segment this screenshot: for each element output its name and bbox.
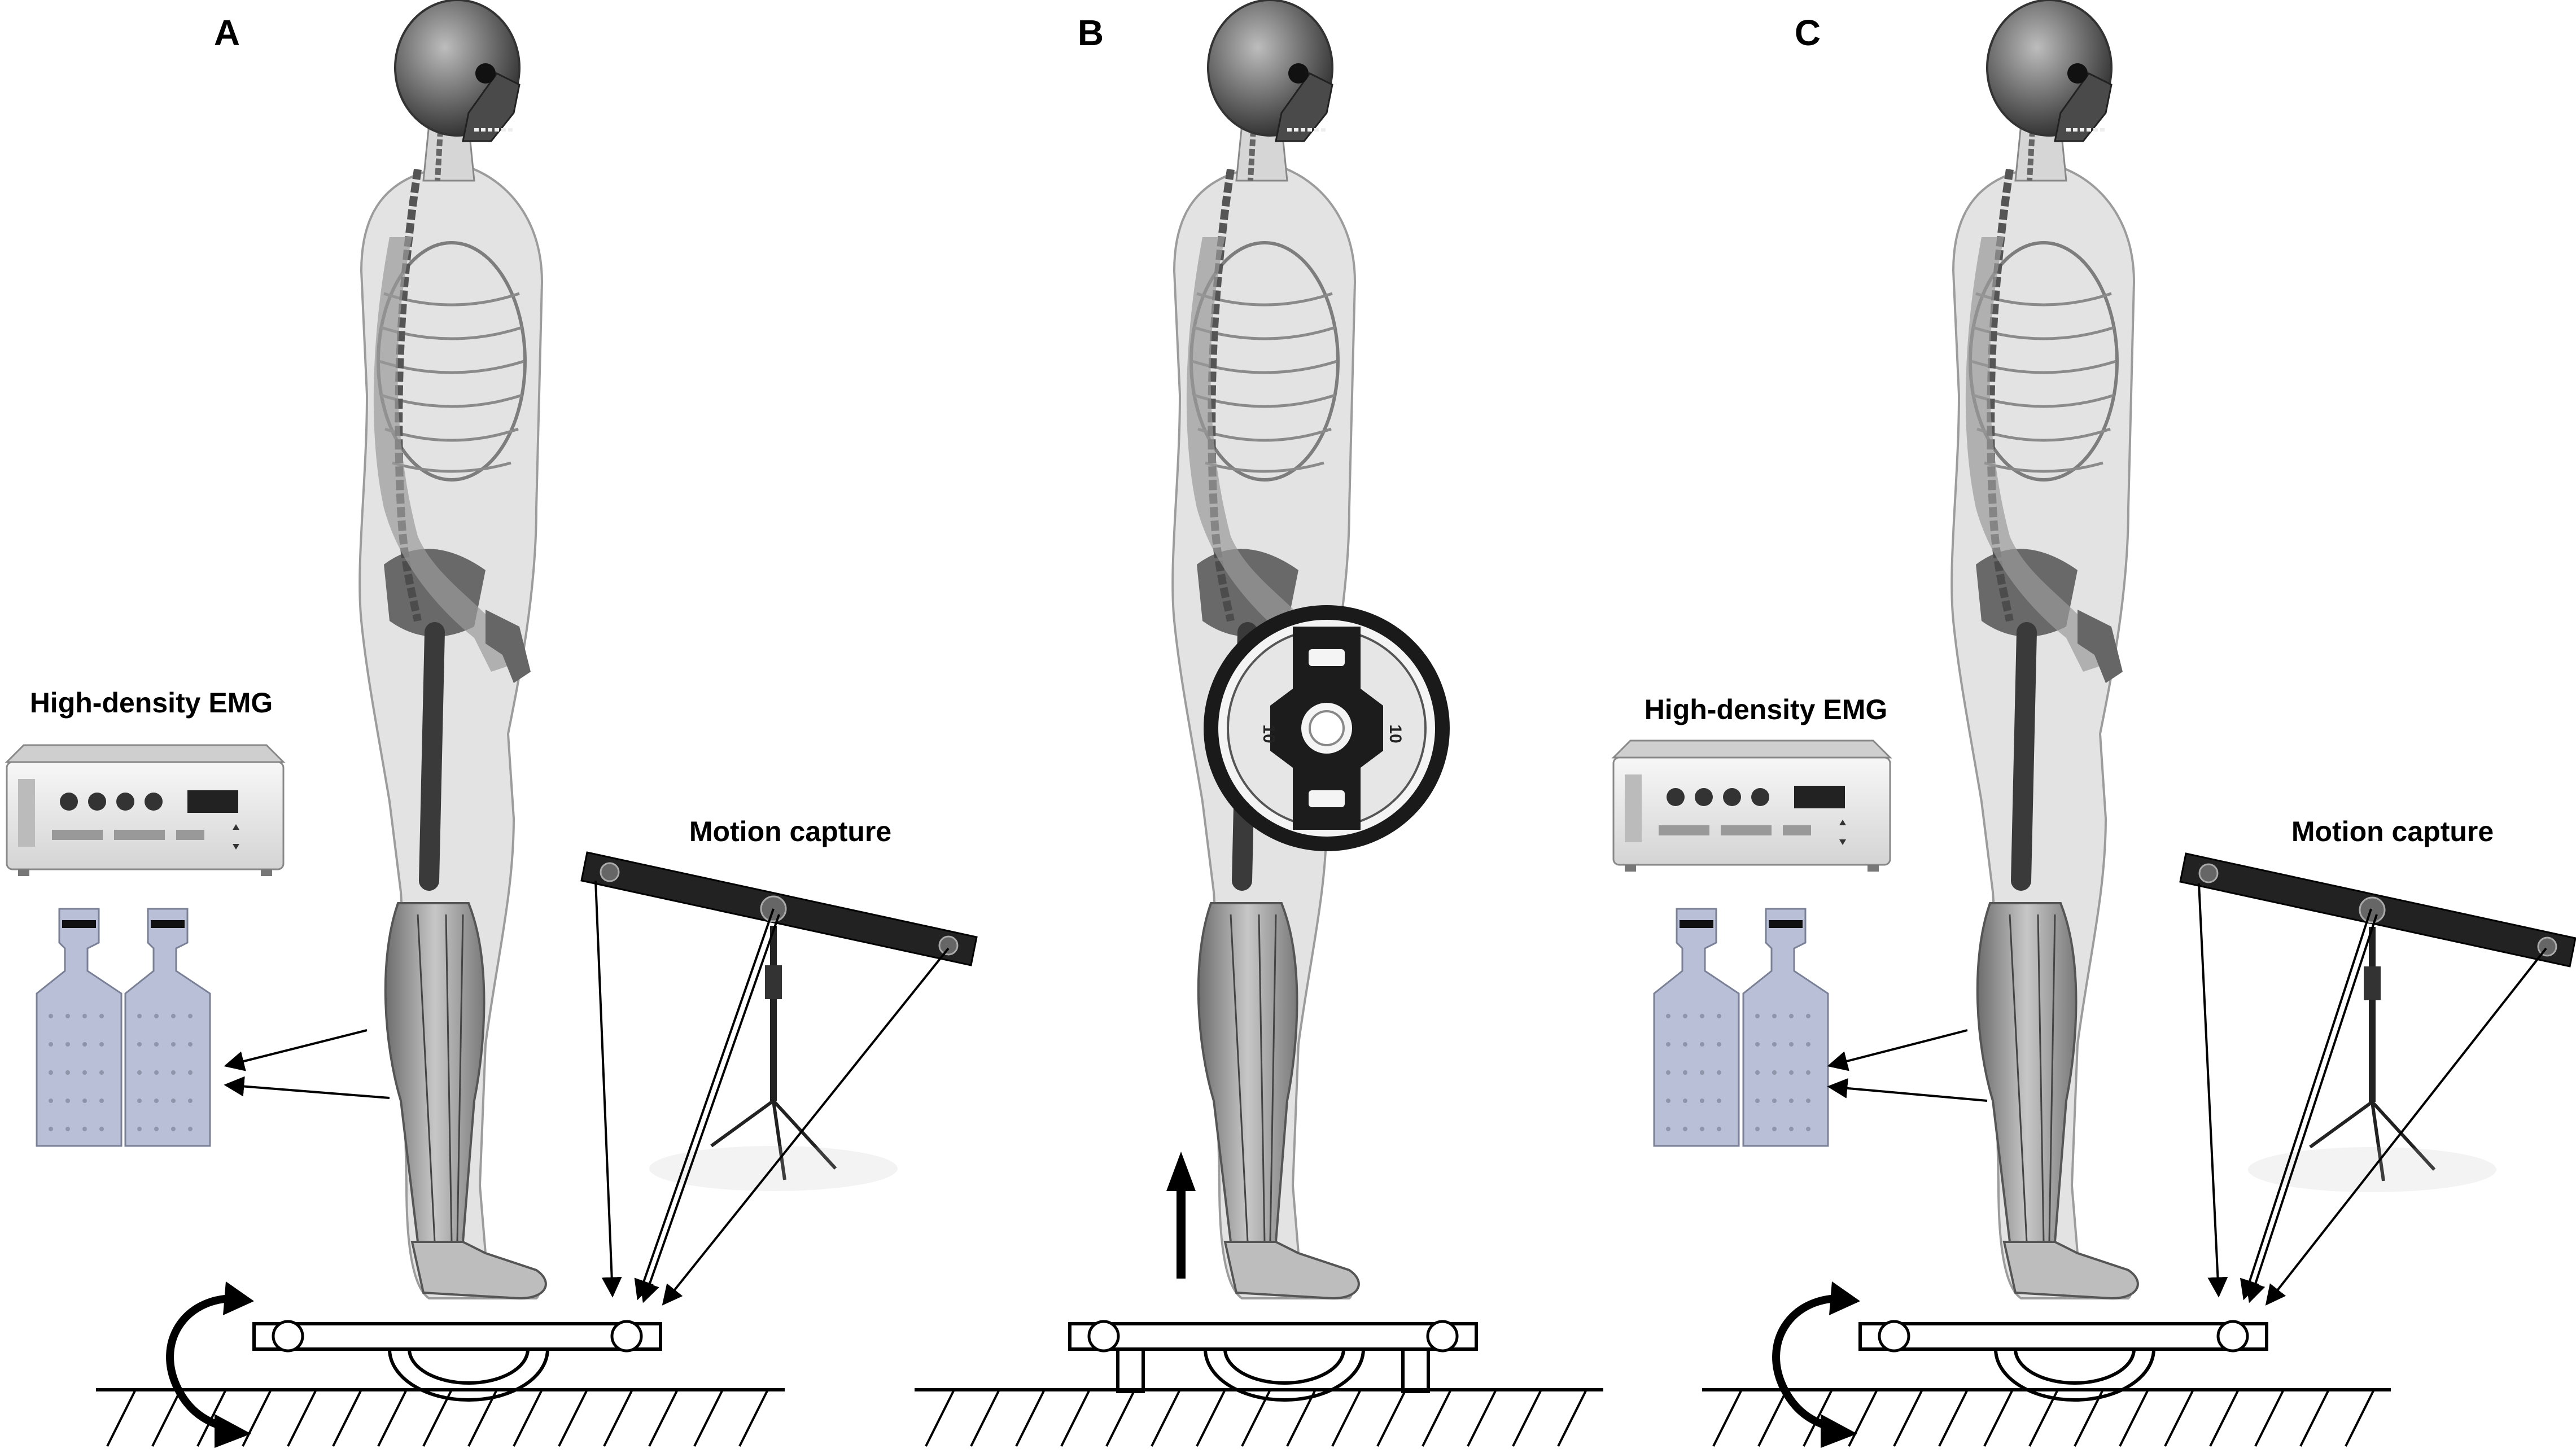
plate-label: 10 <box>1259 724 1278 743</box>
electrode-grid-icon <box>1653 908 1740 1147</box>
panel-letter-a: A <box>214 12 240 53</box>
mocap-arrow <box>634 908 775 1301</box>
emg-arrow <box>1827 1078 1988 1102</box>
electrode-grid-icon <box>1742 908 1829 1147</box>
electrode-grid-icon <box>36 908 123 1147</box>
emg-label: High-density EMG <box>1645 694 1888 725</box>
mocap-arrow <box>2240 908 2372 1301</box>
human-figure <box>1952 0 2138 1298</box>
panel-letter-b: B <box>1078 12 1104 53</box>
panel-c: C High-density EMG Motion capture <box>1612 0 2575 1448</box>
emg-amplifier-icon <box>1612 739 1891 873</box>
motion-capture-camera-icon <box>581 852 977 1191</box>
human-figure <box>360 0 546 1298</box>
panel-b: B 10 10 <box>915 0 1603 1446</box>
rotation-arrow-icon <box>170 1281 254 1448</box>
panel-a: A High-density EMG Motion capture <box>6 0 977 1448</box>
electrode-grid-icon <box>124 908 211 1147</box>
motion-capture-camera-icon <box>2180 854 2575 1192</box>
plate-label: 10 <box>1386 724 1405 743</box>
emg-amplifier-icon <box>6 744 285 877</box>
mocap-arrow <box>2265 947 2547 1306</box>
mocap-arrow <box>2246 914 2378 1303</box>
mocap-label: Motion capture <box>689 816 891 847</box>
emg-label: High-density EMG <box>30 687 273 719</box>
weight-plate-icon: 10 10 <box>1204 605 1450 851</box>
emg-arrow <box>224 1029 368 1071</box>
mocap-label: Motion capture <box>2291 816 2494 847</box>
panel-letter-c: C <box>1795 12 1821 53</box>
mocap-arrow <box>662 947 950 1306</box>
emg-arrow <box>224 1076 390 1099</box>
mocap-arrow <box>640 914 780 1303</box>
rotation-arrow-icon <box>1776 1281 1860 1448</box>
emg-arrow <box>1827 1029 1968 1071</box>
mocap-arrow <box>594 880 622 1298</box>
mocap-arrow <box>2198 883 2228 1298</box>
upward-arrow-icon <box>1166 1152 1196 1279</box>
